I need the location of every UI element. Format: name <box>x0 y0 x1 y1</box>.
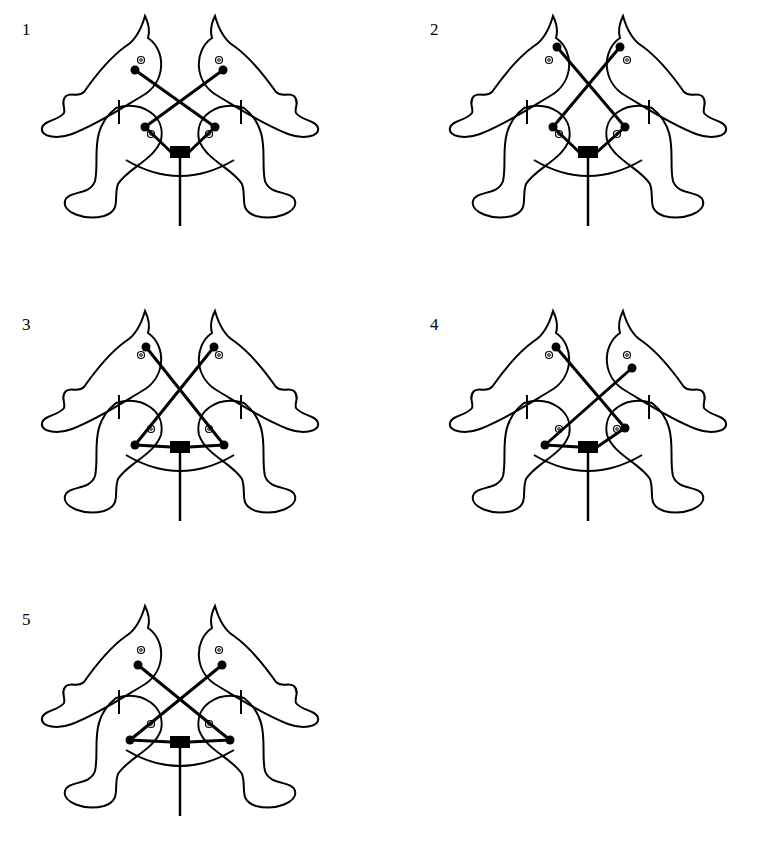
bar-line <box>130 740 171 742</box>
joint-dot <box>131 441 140 450</box>
bar-line <box>557 47 625 127</box>
joint-dot <box>549 123 558 132</box>
joint-dot <box>541 441 550 450</box>
bar-line <box>130 665 222 740</box>
joint-dot <box>621 424 630 433</box>
bar-line <box>189 740 230 742</box>
figure-outline <box>450 311 726 521</box>
joint-dot <box>141 123 150 132</box>
joint-dot <box>552 343 561 352</box>
panel-number: 2 <box>430 21 439 38</box>
bar-line <box>135 347 214 445</box>
figure-outline <box>450 16 726 226</box>
figure-panel <box>450 16 726 226</box>
panel-number: 4 <box>430 316 439 333</box>
joint-dot <box>126 736 135 745</box>
black-square <box>170 736 190 748</box>
bar-line <box>135 445 171 447</box>
joint-dot <box>220 441 229 450</box>
panel-number: 5 <box>22 611 31 628</box>
black-square <box>578 441 598 453</box>
black-square <box>578 146 598 158</box>
bar-line <box>146 347 224 445</box>
joint-dot <box>219 66 228 75</box>
black-square <box>170 441 190 453</box>
bar-line <box>553 47 620 127</box>
figure-outline <box>42 16 318 226</box>
joint-dot <box>226 736 235 745</box>
bar-line <box>145 70 223 127</box>
joint-dot <box>616 43 625 52</box>
bar-line <box>145 127 171 152</box>
figure-panel <box>42 16 318 226</box>
figure-panel <box>450 311 726 521</box>
bar-line <box>597 127 625 152</box>
joint-dot <box>218 661 227 670</box>
joint-dot <box>621 123 630 132</box>
joint-dot <box>131 66 140 75</box>
joint-dot <box>142 343 151 352</box>
panel-number: 1 <box>22 21 31 38</box>
figure-outline <box>42 311 318 521</box>
bar-line <box>545 445 579 447</box>
black-square <box>170 146 190 158</box>
joint-dot <box>553 43 562 52</box>
panel-number: 3 <box>22 316 31 333</box>
bar-line <box>135 70 215 127</box>
joint-dot <box>628 364 637 373</box>
bar-line <box>189 127 215 152</box>
figure-outline <box>42 606 318 816</box>
joint-dot <box>134 661 143 670</box>
joint-dot <box>211 123 220 132</box>
bar-line <box>189 445 224 447</box>
joint-dot <box>210 343 219 352</box>
figure-panel <box>42 311 318 521</box>
bar-line <box>556 347 625 428</box>
bar-line <box>597 428 625 447</box>
bar-line <box>553 127 579 152</box>
bar-line <box>138 665 230 740</box>
figure-panel <box>42 606 318 816</box>
